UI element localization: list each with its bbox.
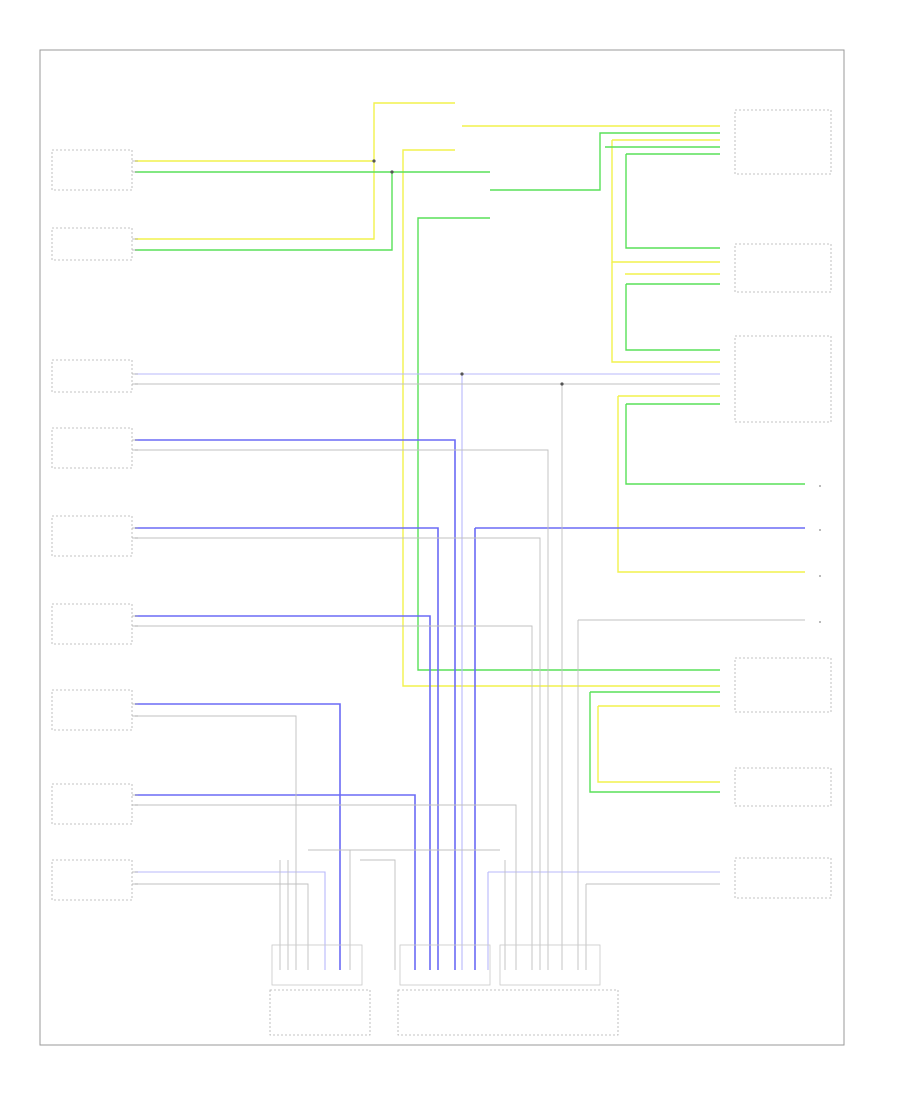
gray-wire [135,449,549,970]
module-box [734,109,832,175]
green-wire [589,692,720,793]
junction-dot [390,170,394,174]
yellow-wire [611,262,720,363]
junction-dot [372,159,376,163]
module-box [51,149,133,191]
green-wire [490,132,720,191]
terminal-end [819,485,821,487]
module-box [51,859,133,901]
junction-dot [560,382,564,386]
gray-wire [135,715,297,970]
yellow-wire [597,706,720,783]
junction-dots [372,159,564,386]
blue-wire [135,527,439,970]
bottom-connectors [269,944,619,1036]
connector-frame [269,989,371,1036]
green-wire [135,171,393,251]
yellow-wire [402,149,720,687]
gray-wire [360,859,396,970]
module-box [734,657,832,713]
blue-wire [135,439,456,970]
module-box [734,243,832,293]
module-box [734,767,832,807]
green-wire [417,217,720,671]
connector-block [271,944,363,986]
right-modules [734,109,832,899]
left-modules [51,149,133,901]
terminal-ends [819,485,821,623]
pin-ticks [132,160,138,885]
module-box [51,689,133,731]
yellow-wire-group [135,102,805,783]
module-box [51,515,133,557]
module-box [51,603,133,645]
blue-wire [135,703,341,970]
module-box [734,857,832,899]
module-box [51,427,133,469]
connector-block [499,944,601,986]
junction-dot [460,372,464,376]
gray-wire [135,804,517,970]
yellow-wire [135,102,455,162]
terminal-end [819,529,821,531]
gray-wire-group [135,383,805,970]
green-wire [625,284,720,351]
blue-wire [135,615,431,970]
terminal-end [819,575,821,577]
connector-frame [397,989,619,1036]
blue-wire-group [135,373,805,970]
gray-wire [135,537,541,970]
yellow-wire [135,161,375,240]
yellow-wire [611,140,720,263]
green-wire-group [135,132,805,793]
module-box [734,335,832,423]
blue-wire [135,794,416,970]
module-box [51,359,133,393]
green-wire [625,404,805,485]
diagram-frame [39,49,845,1046]
green-wire [625,154,720,249]
module-box [51,227,133,261]
connector-block [399,944,491,986]
gray-wire [135,883,309,970]
gray-wire [135,625,533,970]
terminal-end [819,621,821,623]
yellow-wire [617,396,805,573]
module-box [51,783,133,825]
blue-wire [135,871,326,970]
